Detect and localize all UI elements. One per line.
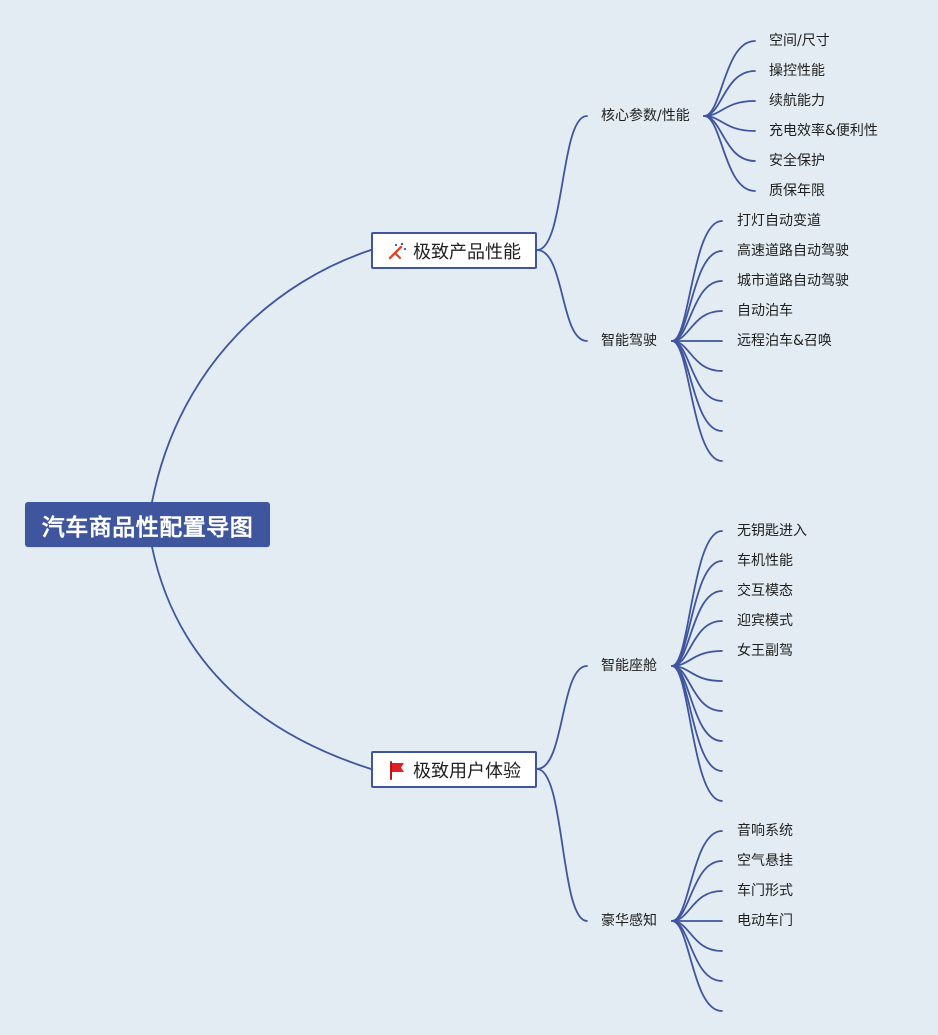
branch-node-user-experience[interactable]: 极致用户体验 — [371, 751, 537, 788]
connector-sub-0-1-leaf-0 — [671, 220, 723, 342]
connector-sub-1-1-leaf-1 — [671, 860, 723, 922]
leaf-item-1-0-4[interactable]: 女王副驾 — [737, 643, 793, 659]
connector-sub-0-0-leaf-0 — [703, 40, 756, 117]
connector-branch-0-to-sub-0 — [536, 115, 588, 251]
leaf-item-1-0-1[interactable]: 车机性能 — [737, 553, 793, 569]
leaf-item-0-1-1[interactable]: 高速道路自动驾驶 — [737, 243, 849, 259]
connector-sub-0-0-leaf-5 — [703, 115, 756, 192]
connector-sub-0-1-leaf-1 — [671, 250, 723, 342]
leaf-item-0-0-4[interactable]: 安全保护 — [769, 153, 825, 169]
red-flag-icon — [390, 760, 404, 780]
leaf-item-1-1-1[interactable]: 空气悬挂 — [737, 853, 793, 869]
connector-sub-1-0-leaf-1 — [671, 560, 723, 667]
leaf-item-0-0-0[interactable]: 空间/尺寸 — [769, 33, 830, 49]
connector-sub-1-1-leaf-6 — [671, 920, 723, 1012]
leaf-item-0-1-3[interactable]: 自动泊车 — [737, 303, 793, 319]
sub-node-0-0[interactable]: 核心参数/性能 — [601, 108, 690, 124]
leaf-placeholder-0-1-8[interactable] — [737, 461, 738, 462]
connector-branch-1-to-sub-1 — [536, 768, 588, 922]
root-title: 汽车商品性配置导图 — [41, 514, 254, 541]
leaf-placeholder-1-0-6[interactable] — [737, 711, 738, 712]
connector-sub-1-0-leaf-2 — [671, 590, 723, 667]
connector-branch-0-to-sub-1 — [536, 249, 588, 342]
leaf-item-1-0-3[interactable]: 迎宾模式 — [737, 613, 793, 629]
connector-sub-0-1-leaf-8 — [671, 340, 723, 462]
leaf-placeholder-0-1-7[interactable] — [737, 431, 738, 432]
leaf-item-0-0-2[interactable]: 续航能力 — [769, 93, 825, 109]
sub-node-0-1[interactable]: 智能驾驶 — [601, 333, 657, 349]
sub-node-1-1[interactable]: 豪华感知 — [601, 913, 657, 929]
leaf-placeholder-1-0-9[interactable] — [737, 801, 738, 802]
leaf-placeholder-1-0-7[interactable] — [737, 741, 738, 742]
leaf-item-1-0-0[interactable]: 无钥匙进入 — [737, 523, 807, 539]
leaf-item-1-0-2[interactable]: 交互模态 — [737, 583, 793, 599]
leaf-item-1-1-0[interactable]: 音响系统 — [737, 823, 793, 839]
leaf-placeholder-1-1-5[interactable] — [737, 981, 738, 982]
leaf-item-0-1-2[interactable]: 城市道路自动驾驶 — [737, 273, 849, 289]
connector-branch-1-to-sub-0 — [536, 665, 588, 770]
connector-root-to-branch-1 — [151, 546, 372, 770]
leaf-placeholder-1-0-8[interactable] — [737, 771, 738, 772]
leaf-item-0-0-3[interactable]: 充电效率&便利性 — [769, 123, 878, 139]
branch-node-product-performance[interactable]: 极致产品性能 — [371, 232, 537, 269]
root-node[interactable]: 汽车商品性配置导图 — [25, 502, 270, 547]
connector-lines — [151, 40, 756, 1012]
leaf-item-1-1-3[interactable]: 电动车门 — [737, 913, 793, 929]
leaf-item-0-1-4[interactable]: 远程泊车&召唤 — [737, 333, 832, 349]
leaf-item-0-0-5[interactable]: 质保年限 — [769, 183, 825, 199]
leaf-item-0-0-1[interactable]: 操控性能 — [769, 63, 825, 79]
leaf-placeholder-1-0-5[interactable] — [737, 681, 738, 682]
leaf-item-0-1-0[interactable]: 打灯自动变道 — [737, 213, 821, 229]
magic-wand-icon — [388, 242, 407, 259]
connector-sub-0-1-leaf-2 — [671, 280, 723, 342]
connector-root-to-branch-0 — [151, 249, 372, 503]
branch-label: 极致产品性能 — [413, 241, 521, 263]
leaf-item-1-1-2[interactable]: 车门形式 — [737, 883, 793, 899]
connector-sub-1-0-leaf-9 — [671, 665, 723, 802]
sub-node-1-0[interactable]: 智能座舱 — [601, 658, 657, 674]
leaf-placeholder-0-1-6[interactable] — [737, 401, 738, 402]
leaf-placeholder-1-1-4[interactable] — [737, 951, 738, 952]
leaf-placeholder-0-1-5[interactable] — [737, 371, 738, 372]
branch-label: 极致用户体验 — [413, 760, 521, 782]
leaf-placeholder-1-1-6[interactable] — [737, 1011, 738, 1012]
connector-sub-1-1-leaf-0 — [671, 830, 723, 922]
